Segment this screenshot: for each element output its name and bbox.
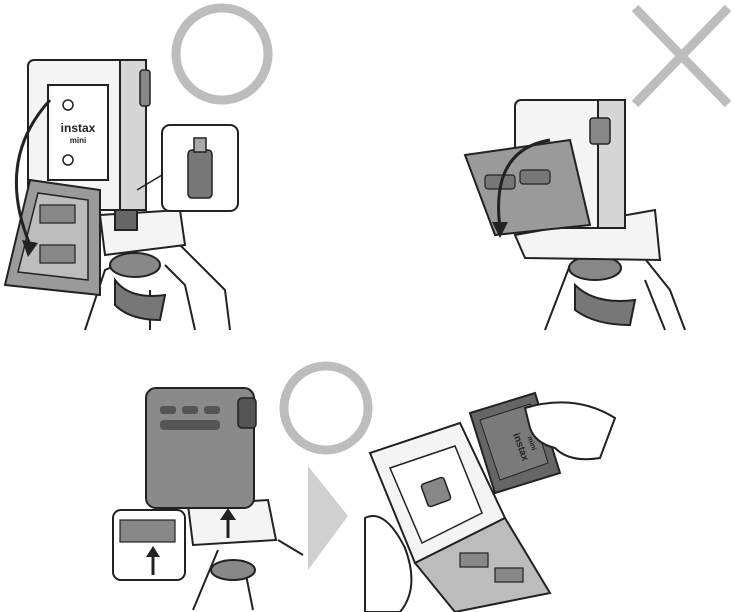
brand-label: instax xyxy=(61,121,96,135)
correct-circle-mark xyxy=(284,366,368,450)
panel-load-film: instax mini xyxy=(360,388,644,612)
illustration-incorrect-door xyxy=(430,0,734,335)
incorrect-cross-mark xyxy=(635,8,728,104)
illustration-correct-door: instax mini xyxy=(0,0,300,335)
panel-incorrect-door-blocked xyxy=(430,0,734,335)
camera-back-door-blocked xyxy=(465,140,590,235)
tripod-head xyxy=(211,560,255,580)
tripod-head xyxy=(110,253,160,277)
next-step-arrow xyxy=(308,466,350,570)
correct-circle-mark xyxy=(176,8,268,100)
tripod-plate xyxy=(100,210,185,255)
illustration-loading-film: instax mini xyxy=(360,388,644,612)
model-label: mini xyxy=(70,136,86,145)
triangle-arrow-icon xyxy=(308,466,348,570)
panel-correct-door-open: instax mini xyxy=(0,0,300,335)
